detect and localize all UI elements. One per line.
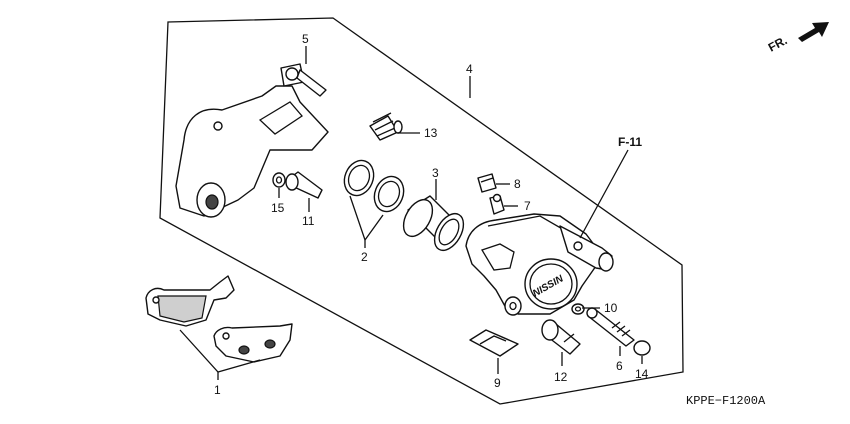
callout-11: 11	[302, 214, 315, 228]
callout-1: 1	[214, 383, 221, 397]
o-ring-10	[571, 303, 585, 315]
bolt-12	[541, 319, 581, 355]
callout-13: 13	[424, 126, 438, 140]
reference-label: F-11	[618, 135, 642, 149]
callout-6: 6	[616, 359, 623, 373]
assembly-boundary	[159, 17, 684, 405]
callout-14: 14	[635, 367, 649, 381]
caliper-bracket	[175, 63, 329, 218]
bolt-11	[285, 171, 323, 199]
piston-seals	[343, 159, 405, 213]
piston-3	[402, 195, 465, 252]
callout-4: 4	[466, 62, 473, 76]
bleeder-valve-7	[489, 193, 505, 215]
callout-7: 7	[524, 199, 531, 213]
callout-15: 15	[271, 201, 285, 215]
pin-6	[586, 307, 635, 347]
fr-label: FR.	[766, 33, 790, 54]
callout-3: 3	[432, 166, 439, 180]
callout-8: 8	[514, 177, 521, 191]
boot-13	[369, 112, 403, 141]
plug-14	[633, 340, 651, 356]
diagram-code: KPPE−F1200A	[686, 394, 766, 408]
brake-pads	[145, 275, 293, 363]
callout-12: 12	[554, 370, 568, 384]
callout-10: 10	[604, 301, 618, 315]
washer-15	[272, 172, 286, 188]
caliper-body: NISSIN	[465, 213, 614, 316]
bleeder-cap-8	[477, 173, 497, 193]
pad-spring-9	[469, 329, 519, 357]
leader-lines	[179, 46, 643, 380]
callout-9: 9	[494, 376, 501, 390]
callout-5: 5	[302, 32, 309, 46]
callout-2: 2	[361, 250, 368, 264]
arrow-icon	[798, 22, 829, 42]
front-direction-marker: FR.	[766, 22, 829, 55]
